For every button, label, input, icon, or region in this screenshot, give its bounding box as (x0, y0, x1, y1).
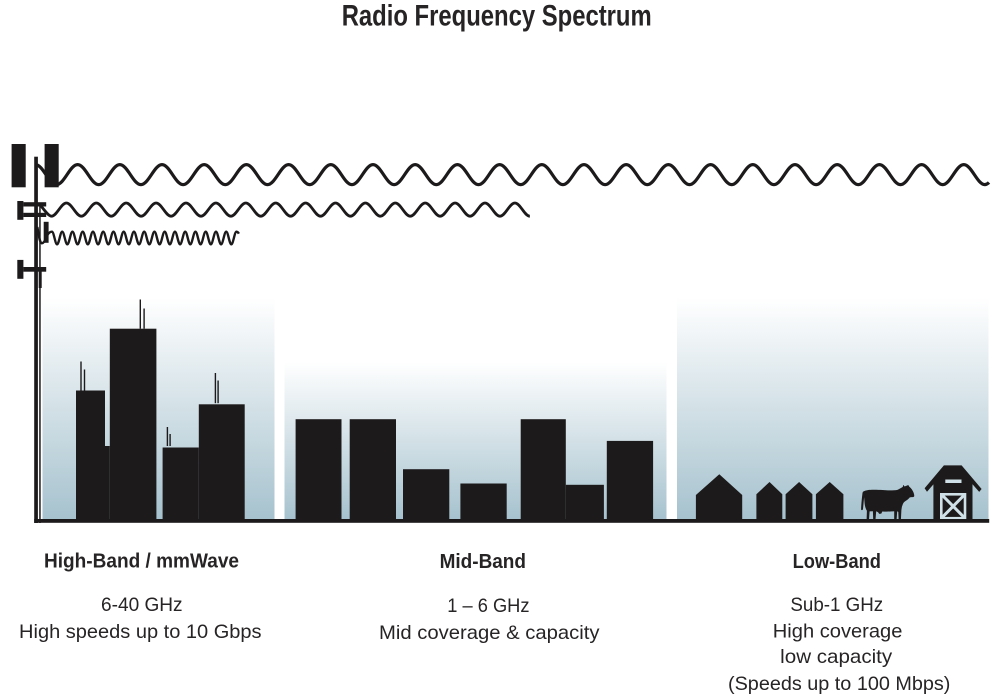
svg-text:1 – 6 GHz: 1 – 6 GHz (447, 595, 529, 617)
svg-text:High-Band / mmWave: High-Band / mmWave (44, 550, 239, 573)
svg-text:Sub-1 GHz: Sub-1 GHz (790, 594, 883, 616)
svg-text:Mid-Band: Mid-Band (440, 550, 526, 573)
svg-text:High coverage: High coverage (773, 621, 903, 643)
svg-text:6-40 GHz: 6-40 GHz (101, 594, 183, 616)
svg-text:Radio Frequency Spectrum: Radio Frequency Spectrum (342, 0, 652, 33)
svg-text:High speeds up to 10 Gbps: High speeds up to 10 Gbps (19, 621, 262, 643)
svg-text:(Speeds up to 100 Mbps): (Speeds up to 100 Mbps) (728, 673, 950, 695)
svg-text:low capacity: low capacity (780, 646, 892, 668)
svg-text:Low-Band: Low-Band (793, 550, 881, 573)
svg-text:Mid coverage & capacity: Mid coverage & capacity (379, 622, 600, 644)
